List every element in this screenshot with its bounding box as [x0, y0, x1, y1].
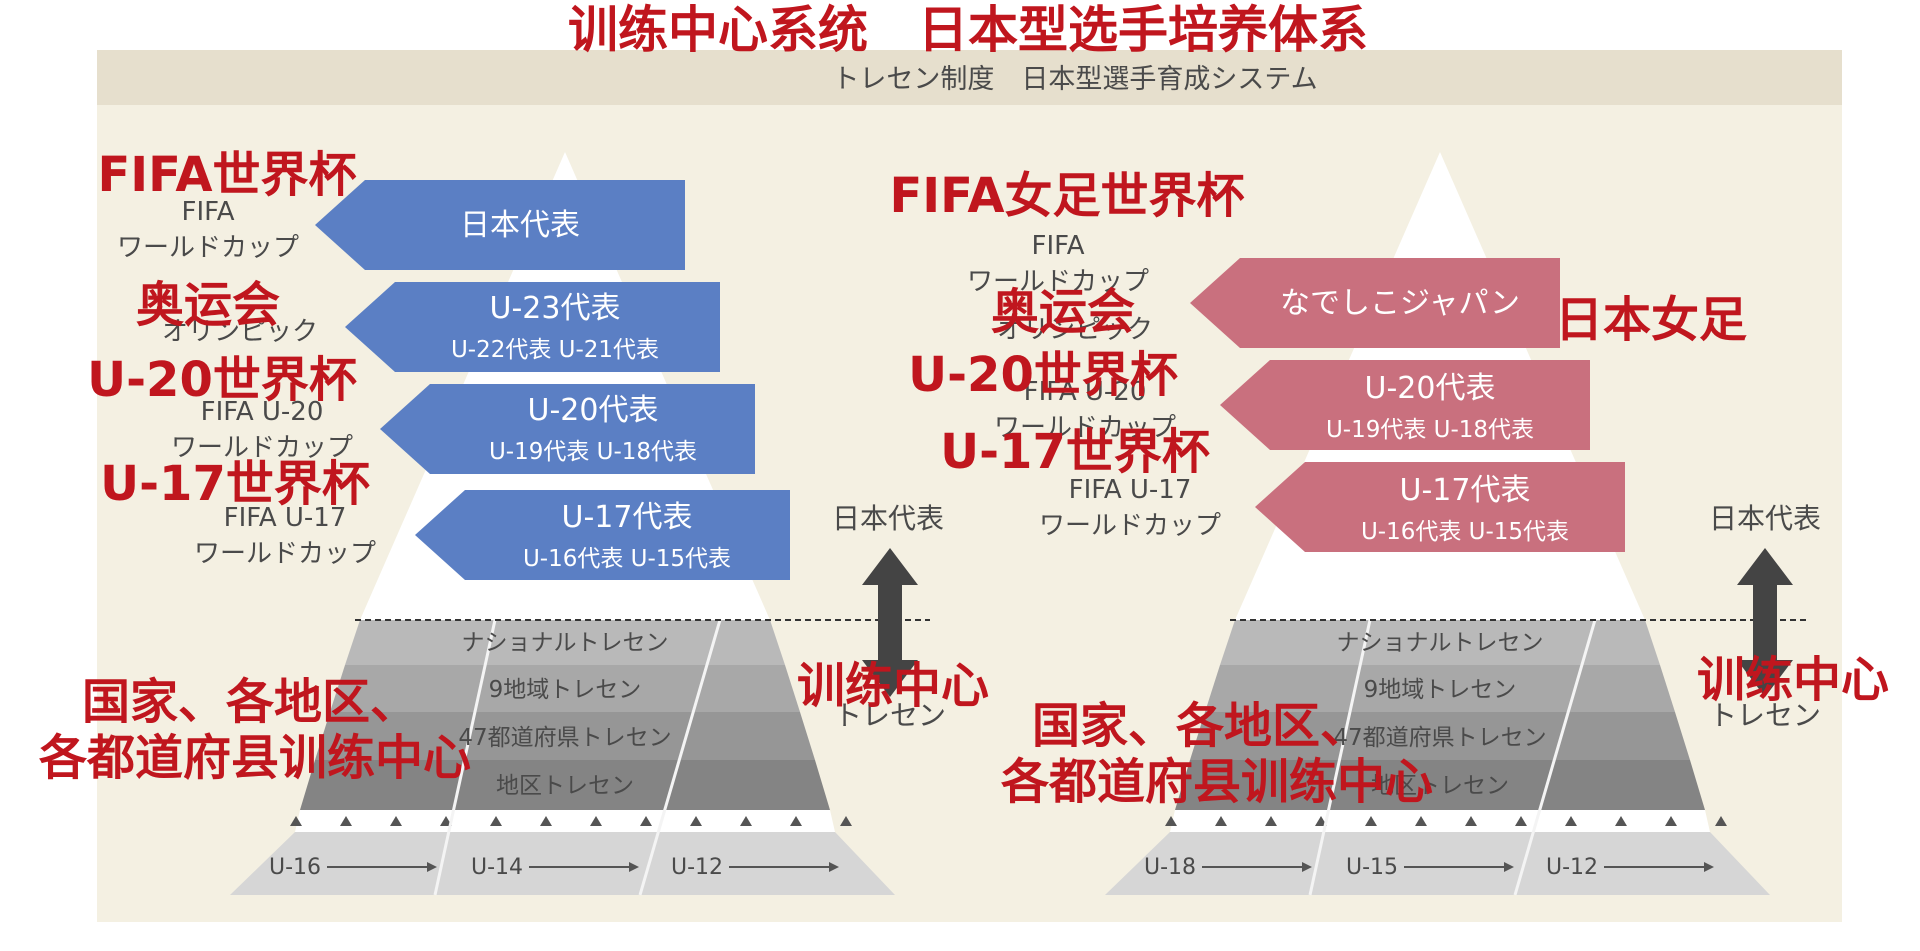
left-tournament-3-line2: ワールドカップ	[171, 433, 353, 463]
right-team-sub-3: U-16代表 U-15代表	[1361, 519, 1569, 545]
right-layer-national	[1220, 620, 1660, 665]
left-layer-national	[345, 620, 785, 665]
right-age-3: U-12	[1546, 855, 1598, 880]
left-marker-band	[295, 810, 835, 832]
right-side-bottom-label: トレセン	[1709, 699, 1821, 732]
right-team-main-3: U-17代表	[1400, 473, 1531, 508]
left-team-main-3: U-20代表	[528, 393, 659, 428]
right-marker-band	[1170, 810, 1710, 832]
left-team-sub-2: U-22代表 U-21代表	[451, 337, 659, 363]
right-team-arrow-3	[1255, 462, 1625, 552]
right-tournament-4-line1: FIFA U-17	[1069, 475, 1192, 505]
right-team-arrow-2	[1220, 360, 1590, 450]
left-team-sub-3: U-19代表 U-18代表	[489, 439, 697, 465]
right-team-main-2: U-20代表	[1365, 371, 1496, 406]
header-bar	[97, 50, 1842, 105]
left-side-bottom-label: トレセン	[834, 699, 946, 732]
left-age-band	[230, 832, 895, 895]
left-tournament-2-line2: オリンピック	[162, 317, 318, 347]
left-age-1: U-16	[269, 855, 321, 880]
right-tournament-3-line2: ワールドカップ	[994, 413, 1176, 443]
header-japanese-title: トレセン制度 日本型選手育成システム	[832, 64, 1317, 95]
left-team-arrow-3	[380, 384, 755, 474]
right-team-sub-2: U-19代表 U-18代表	[1326, 417, 1534, 443]
left-double-arrow	[862, 548, 918, 697]
left-side-top-label: 日本代表	[832, 502, 944, 535]
right-age-arrowhead-3	[1704, 862, 1714, 872]
right-tournament-4-line2: ワールドカップ	[1039, 511, 1221, 541]
left-level-4: 地区トレセン	[496, 773, 634, 799]
right-double-arrow	[1737, 548, 1793, 697]
left-team-arrow-4	[415, 490, 790, 580]
right-level-4: 地区トレセン	[1371, 773, 1509, 799]
right-layer-district	[1175, 760, 1705, 810]
left-team-main-4: U-17代表	[562, 500, 693, 535]
left-layer-regional	[330, 665, 800, 712]
right-tournament-3-line1: FIFA U-20	[1024, 377, 1147, 407]
right-pyramid: なでしこジャパン U-20代表 U-19代表 U-18代表 U-17代表 U-1…	[967, 152, 1821, 896]
left-team-main-1: 日本代表	[460, 208, 580, 243]
left-tournament-1-line1: FIFA	[182, 197, 235, 227]
left-level-2: 9地域トレセン	[489, 677, 642, 703]
right-divider-2	[1513, 619, 1597, 896]
left-tournament-4-line2: ワールドカップ	[194, 539, 376, 569]
right-age-1: U-18	[1144, 855, 1196, 880]
right-age-band	[1105, 832, 1770, 895]
right-age-arrowhead-2	[1504, 862, 1514, 872]
left-age-arrowhead-3	[829, 862, 839, 872]
right-divider-1	[1308, 619, 1372, 896]
right-tournament-1-line1: FIFA	[1032, 231, 1085, 261]
right-level-3: 47都道府県トレセン	[1333, 725, 1546, 751]
left-team-arrow-2	[345, 282, 720, 372]
left-team-sub-4: U-16代表 U-15代表	[523, 546, 731, 572]
left-tournament-3-line1: FIFA U-20	[201, 397, 324, 427]
right-tournament-1-line2: ワールドカップ	[967, 267, 1149, 297]
right-age-arrowhead-1	[1302, 862, 1312, 872]
right-level-2: 9地域トレセン	[1364, 677, 1517, 703]
right-team-main-1: なでしこジャパン	[1280, 286, 1520, 321]
left-level-1: ナショナルトレセン	[462, 630, 669, 656]
right-age-2: U-15	[1346, 855, 1398, 880]
left-tournament-4-line1: FIFA U-17	[224, 503, 347, 533]
right-markers	[1165, 816, 1727, 826]
left-pyramid: 日本代表 U-23代表 U-22代表 U-21代表 U-20代表 U-19代表 …	[117, 152, 946, 896]
left-level-3: 47都道府県トレセン	[458, 725, 671, 751]
left-age-2: U-14	[471, 855, 523, 880]
right-layer-regional	[1205, 665, 1675, 712]
right-team-arrow-1	[1190, 258, 1560, 348]
left-tournament-1-line2: ワールドカップ	[117, 233, 299, 263]
left-age-3: U-12	[671, 855, 723, 880]
left-layer-district	[300, 760, 830, 810]
left-age-arrowhead-1	[427, 862, 437, 872]
left-age-arrowhead-2	[629, 862, 639, 872]
left-team-arrow-1	[315, 180, 685, 270]
right-level-1: ナショナルトレセン	[1337, 630, 1544, 656]
right-tournament-2-line2: オリンピック	[997, 315, 1153, 345]
left-markers	[290, 816, 852, 826]
right-side-top-label: 日本代表	[1709, 502, 1821, 535]
left-divider-1	[433, 619, 497, 896]
left-divider-2	[638, 619, 722, 896]
left-team-main-2: U-23代表	[490, 291, 621, 326]
